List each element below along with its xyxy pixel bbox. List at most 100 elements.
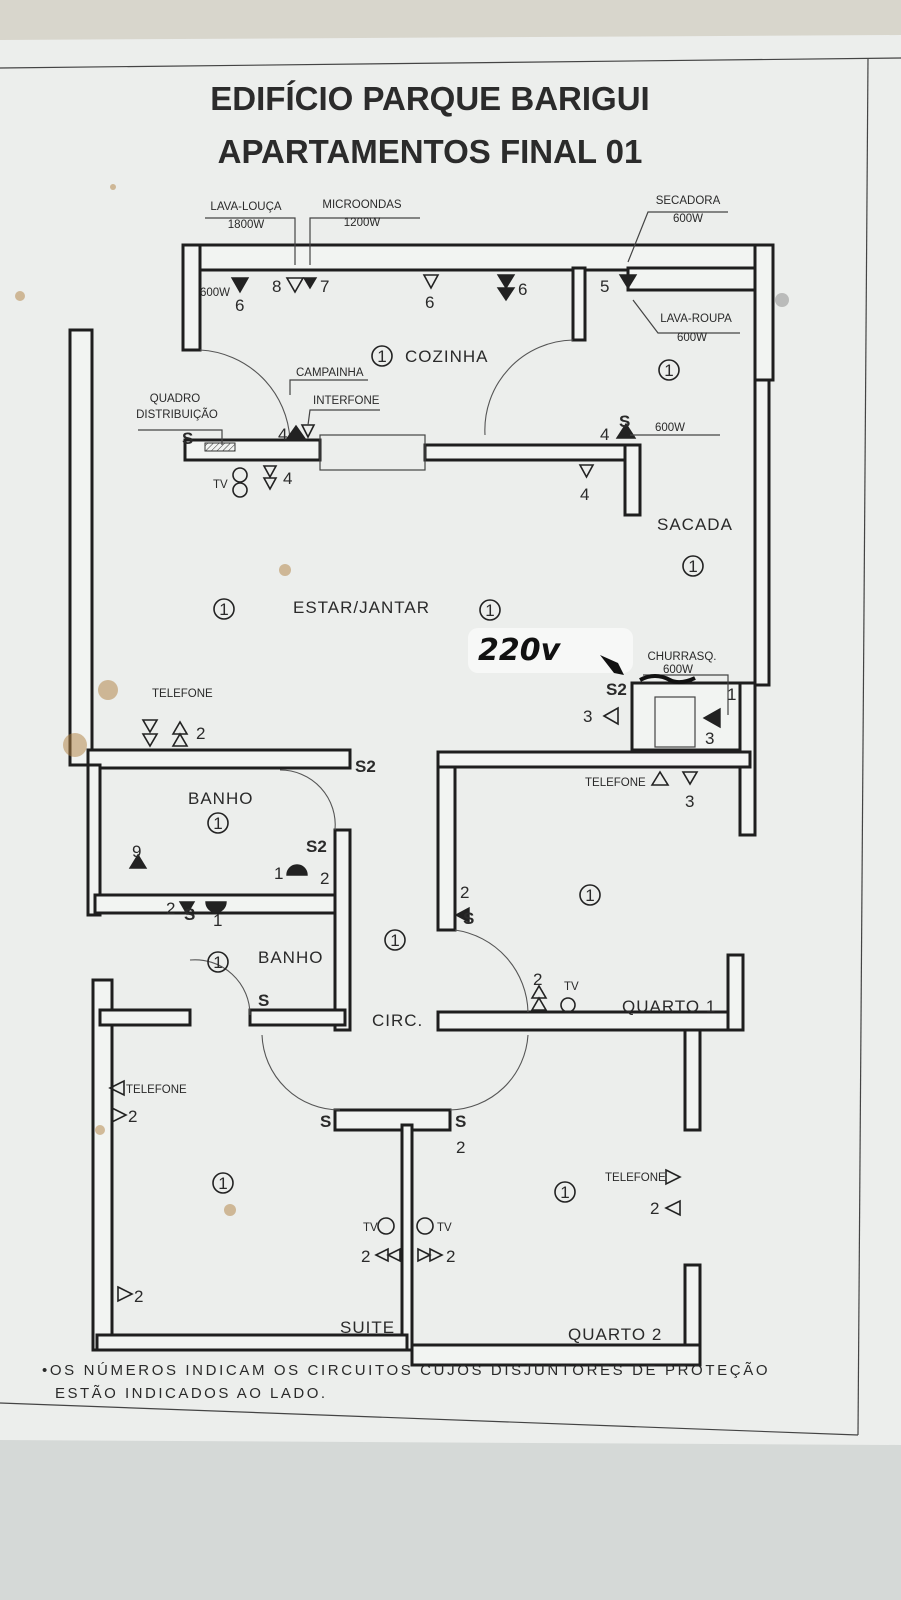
handwritten-arrow-icon (600, 655, 624, 675)
wall-background-top (0, 0, 901, 40)
label-telefone: TELEFONE (585, 777, 646, 789)
room-circuit-markers: 1 1 1 1 1 1 1 1 1 1 1 (207, 345, 704, 1203)
switch-s: S (182, 429, 193, 448)
circuit-number: 2 (446, 1247, 455, 1266)
label-tv: TV (363, 1222, 378, 1234)
room-banho-1: BANHO (188, 789, 253, 808)
circuit-number: 4 (600, 425, 609, 444)
label-telefone: TELEFONE (152, 688, 213, 700)
switch-s: S (619, 412, 630, 431)
kitchen-counter-window (319, 434, 426, 471)
room-circuit-marker: 1 (218, 1174, 227, 1193)
distribution-panel (204, 442, 236, 452)
door-swings (189, 339, 574, 1111)
appliance-microondas-power: 1200W (344, 217, 381, 229)
circuit-number: 6 (518, 280, 527, 299)
room-circuit-marker: 1 (390, 931, 399, 950)
label-quadro: QUADRO (150, 393, 201, 405)
circuit-number: 7 (320, 277, 329, 296)
room-circuit-marker: 1 (213, 953, 222, 972)
walls (68, 243, 775, 1367)
leader-lines (138, 211, 740, 715)
border-right (857, 57, 869, 1436)
wall-background-bottom (0, 1440, 901, 1600)
switch-s: S (463, 909, 474, 928)
circuit-number: 2 (166, 899, 175, 918)
outlet-symbols (108, 274, 721, 1303)
appliance-churrasq-name: CHURRASQ. (647, 651, 716, 663)
border-bottom (0, 1402, 859, 1436)
room-quarto-2: QUARTO 2 (568, 1325, 662, 1344)
circuit-number: 9 (132, 842, 141, 861)
circuit-number: 2 (460, 883, 469, 902)
circuit-number: 4 (283, 469, 292, 488)
circuit-number: 2 (456, 1138, 465, 1157)
circuit-number: 2 (196, 724, 205, 743)
switch-s: S (184, 905, 195, 924)
circuit-number: 3 (685, 792, 694, 811)
circuit-number: 5 (600, 277, 609, 296)
label-distribuicao: DISTRIBUIÇÃO (136, 408, 218, 421)
circuit-number: 2 (533, 970, 542, 989)
circuit-number: 1 (213, 911, 222, 930)
handwritten-note-220v: 220v (478, 633, 562, 668)
switch-s: S (320, 1112, 331, 1131)
handwritten-sticker (468, 628, 633, 673)
switch-s2: S2 (355, 757, 376, 776)
room-sacada: SACADA (657, 515, 733, 534)
churrasqueira-grill (654, 696, 696, 748)
room-quarto-1: QUARTO 1 (622, 997, 716, 1016)
room-estar-jantar: ESTAR/JANTAR (293, 598, 430, 617)
circuit-number: 6 (235, 296, 244, 315)
room-circuit-marker: 1 (213, 814, 222, 833)
appliance-lava-louca-name: LAVA-LOUÇA (210, 201, 281, 213)
room-circuit-marker: 1 (377, 347, 386, 366)
room-circuit-marker: 1 (219, 600, 228, 619)
title-line-2: APARTAMENTOS FINAL 01 (218, 133, 643, 170)
label-telefone: TELEFONE (126, 1084, 187, 1096)
circuit-number: 2 (650, 1199, 659, 1218)
room-banho-2: BANHO (258, 948, 323, 967)
room-circuit-marker: 1 (664, 361, 673, 380)
circuit-number: 3 (705, 729, 714, 748)
room-circuit-marker: 1 (485, 601, 494, 620)
appliance-lava-roupa-name: LAVA-ROUPA (660, 313, 732, 325)
appliance-lava-roupa-power: 600W (677, 332, 707, 344)
switch-s: S (455, 1112, 466, 1131)
label-interfone: INTERFONE (313, 395, 380, 407)
label-tv: TV (564, 981, 579, 993)
room-circuit-marker: 1 (560, 1183, 569, 1202)
room-circuit-marker: 1 (585, 886, 594, 905)
circuit-number: 2 (134, 1287, 143, 1306)
power-label-600w: 600W (655, 422, 685, 434)
switch-s: S (258, 991, 269, 1010)
title-line-1: EDIFÍCIO PARQUE BARIGUI (210, 80, 649, 117)
footnote-line-1: •OS NÚMEROS INDICAM OS CIRCUITOS CUJOS D… (42, 1362, 770, 1379)
appliance-churrasq-power: 600W (663, 664, 693, 676)
circuit-number: 3 (583, 707, 592, 726)
footnote-line-2: ESTÃO INDICADOS AO LADO. (55, 1385, 328, 1402)
circuit-number: 1 (274, 864, 283, 883)
label-campainha: CAMPAINHA (296, 367, 364, 379)
room-cozinha: COZINHA (405, 347, 489, 366)
label-telefone: TELEFONE (605, 1172, 666, 1184)
circuit-number: 2 (128, 1107, 137, 1126)
stains (15, 184, 789, 1216)
handwritten-scribble (639, 674, 696, 685)
circuit-number: 2 (361, 1247, 370, 1266)
label-tv: TV (213, 479, 228, 491)
appliance-secadora-power: 600W (673, 213, 703, 225)
border-top (0, 57, 901, 69)
circuit-number: 8 (272, 277, 281, 296)
switch-s2: S2 (606, 680, 627, 699)
room-circuit-marker: 1 (688, 557, 697, 576)
paper-sheet (0, 35, 901, 1445)
switch-labels: S S S S S S S S2 S2 S2 (182, 412, 630, 1131)
appliance-lava-louca-power: 1800W (228, 219, 265, 231)
circuit-numbers: 6 8 7 6 6 5 4 4 4 4 2 3 1 3 3 9 1 2 2 1 … (128, 277, 736, 1306)
label-tv: TV (437, 1222, 452, 1234)
power-label-600w: 600W (200, 287, 230, 299)
switch-s2: S2 (306, 837, 327, 856)
circuit-number: 4 (278, 425, 287, 444)
